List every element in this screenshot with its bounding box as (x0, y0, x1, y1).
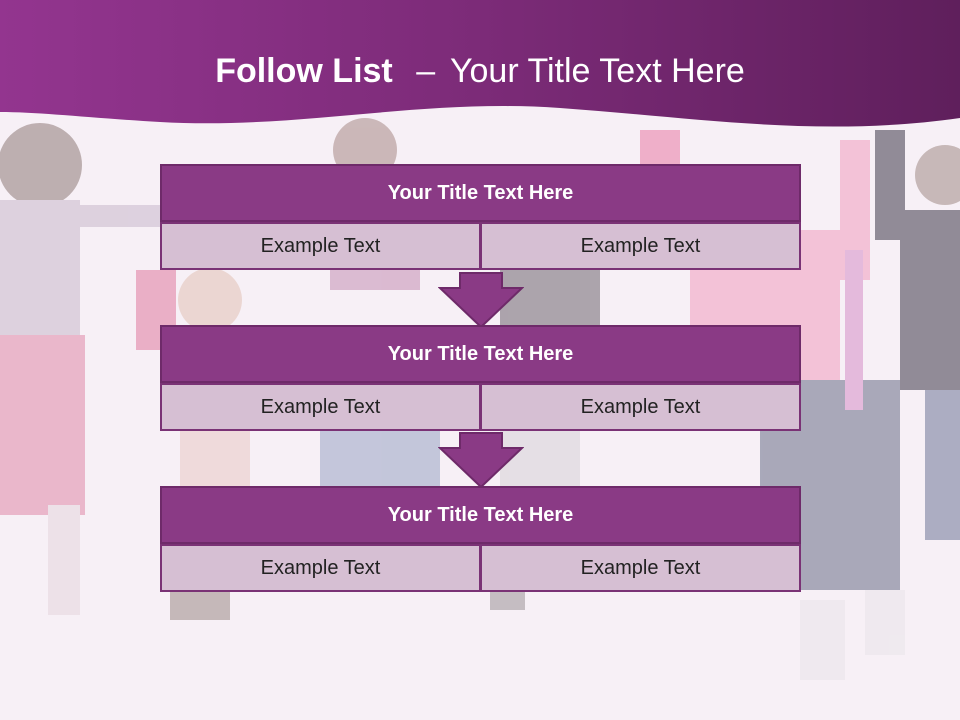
stage-cell-left: Example Text (160, 383, 481, 431)
title-bold: Follow List (215, 52, 393, 90)
down-arrow-icon (438, 432, 524, 488)
stage-title: Your Title Text Here (160, 164, 801, 222)
stage-cell-left: Example Text (160, 544, 481, 592)
stage-cell-right: Example Text (480, 544, 801, 592)
stage-cell-left: Example Text (160, 222, 481, 270)
stage-title: Your Title Text Here (160, 325, 801, 383)
header-band (0, 0, 960, 127)
stage-title: Your Title Text Here (160, 486, 801, 544)
stage-cell-right: Example Text (480, 222, 801, 270)
stage-cell-right: Example Text (480, 383, 801, 431)
title-rest: Your Title Text Here (449, 52, 745, 90)
slide-title: Follow List – Your Title Text Here (0, 52, 960, 91)
down-arrow-icon (438, 272, 524, 328)
title-dash: – (416, 52, 436, 90)
